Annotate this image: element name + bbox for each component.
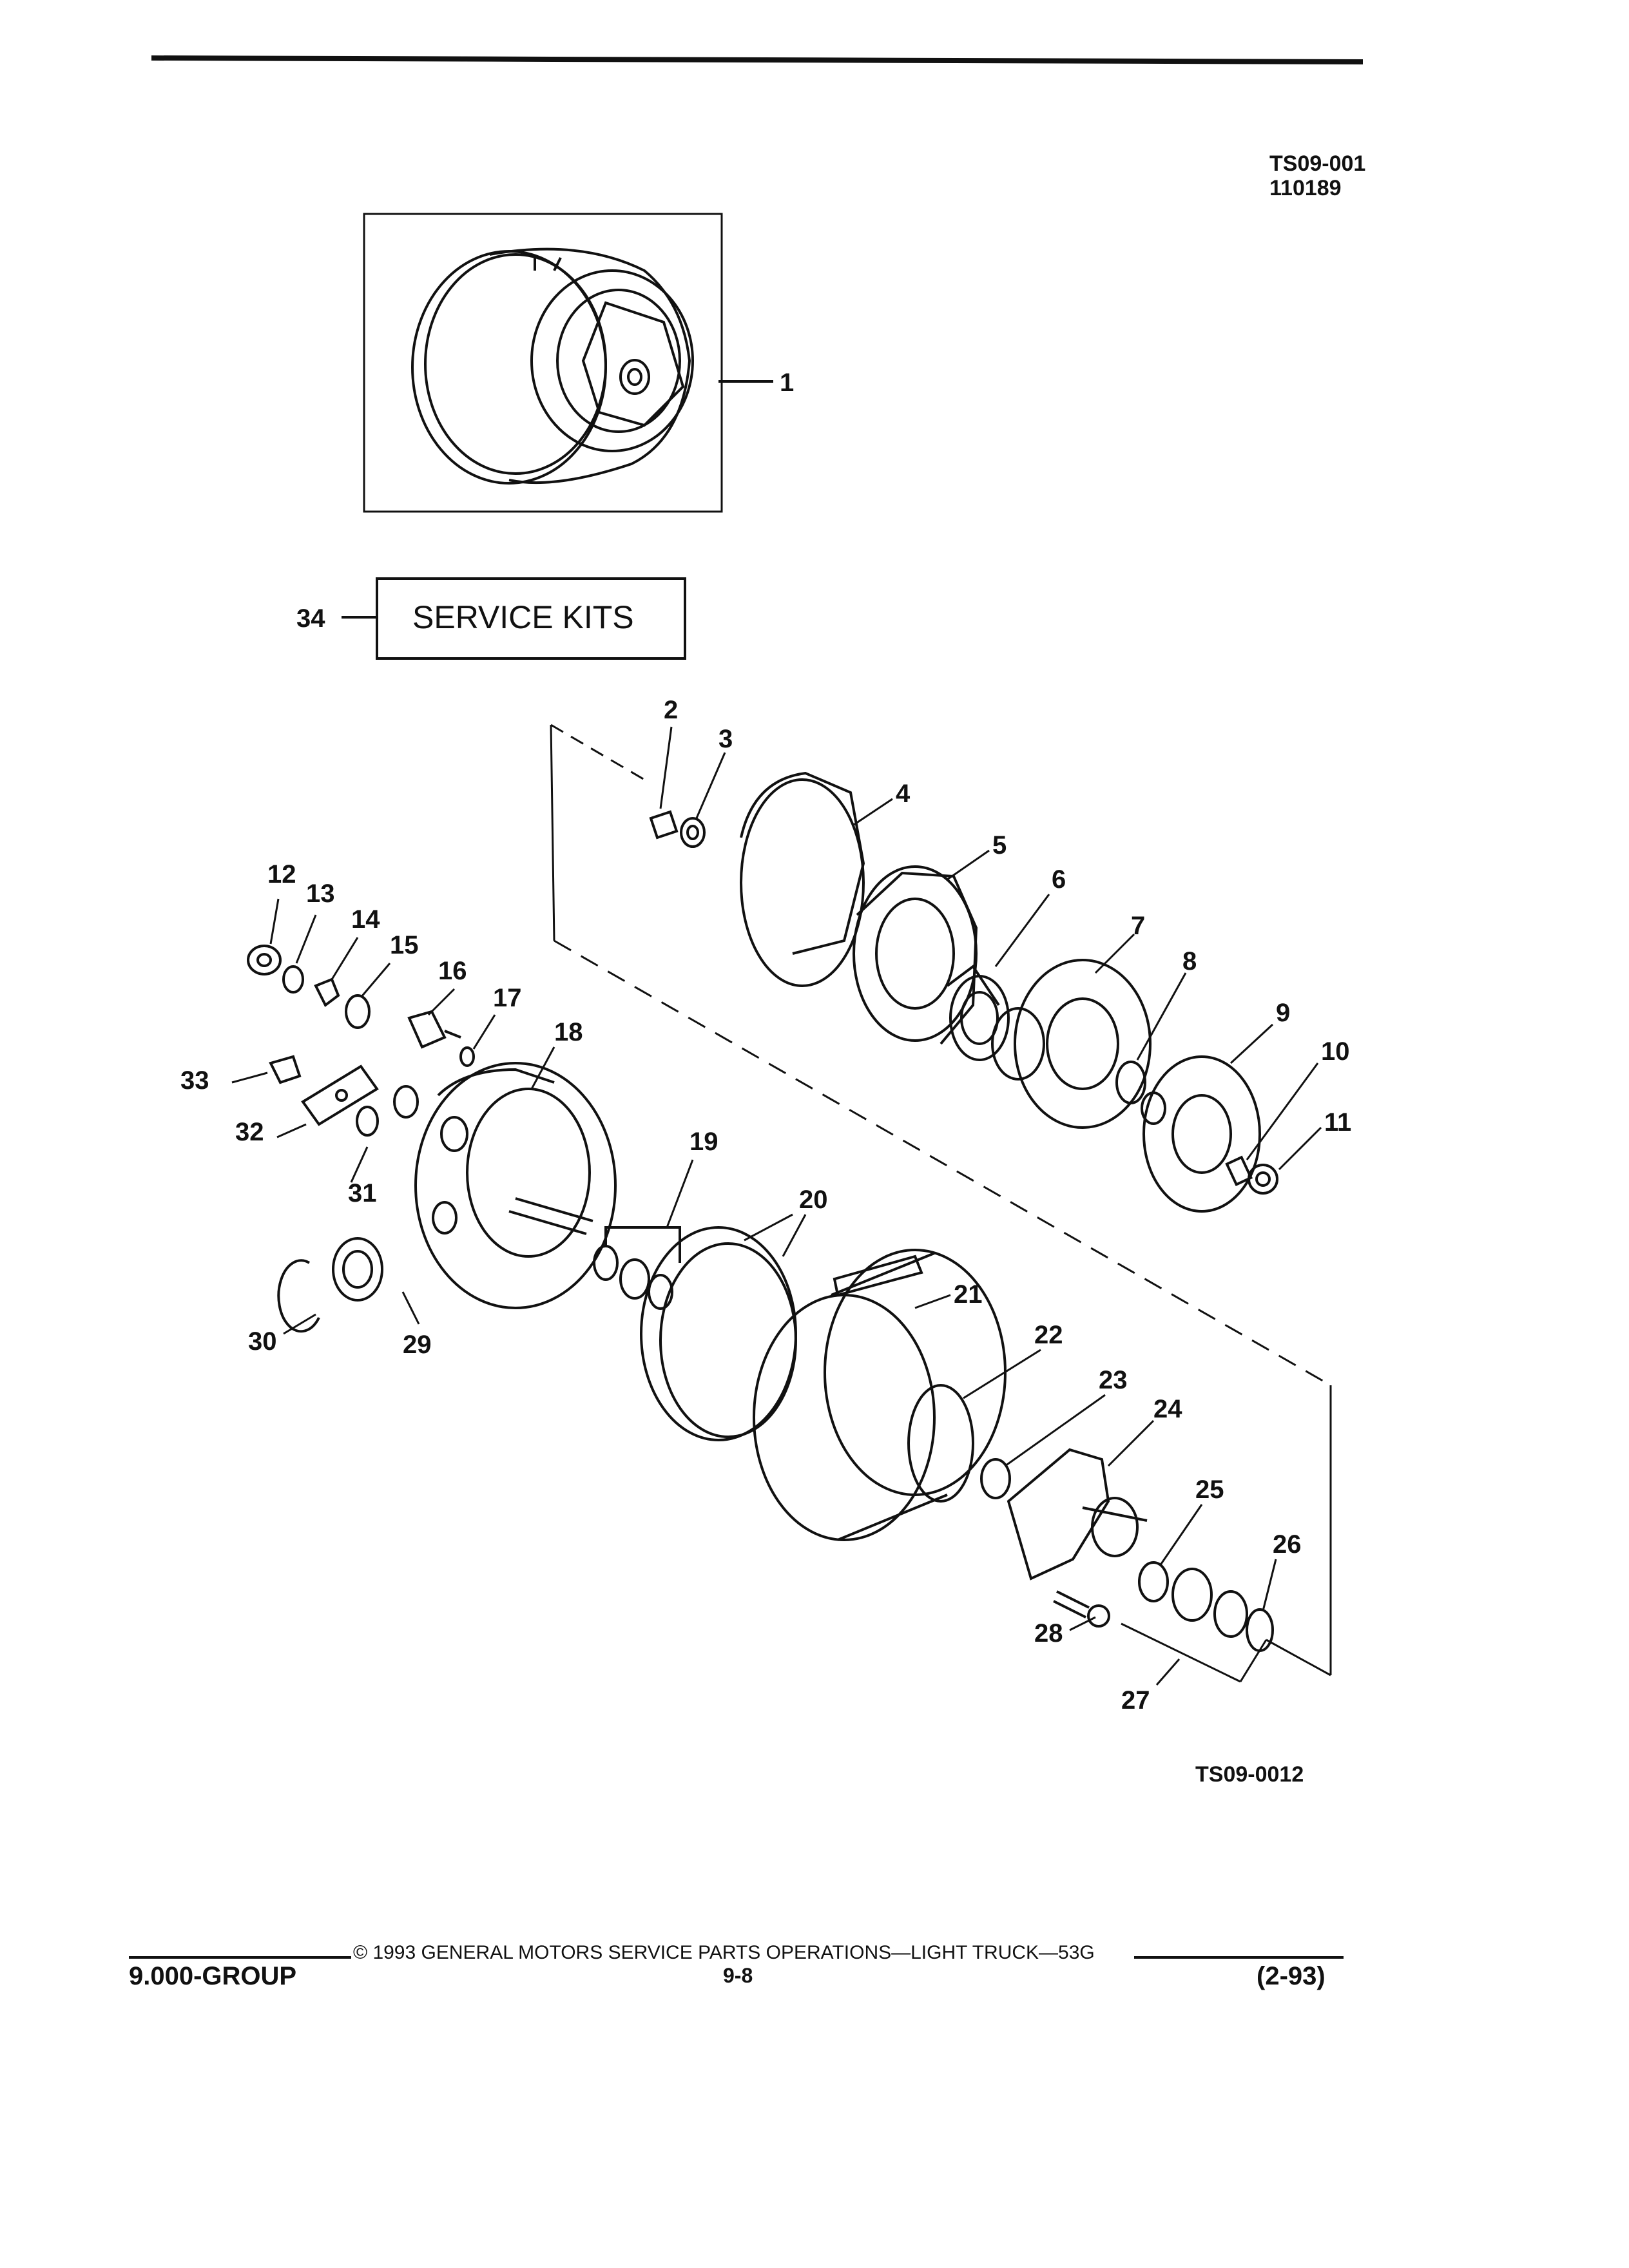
callout-5: 5 bbox=[992, 831, 1007, 860]
callout-10: 10 bbox=[1321, 1037, 1350, 1066]
top-rule bbox=[151, 55, 1364, 64]
callout-19: 19 bbox=[689, 1128, 718, 1156]
callout-22: 22 bbox=[1034, 1321, 1063, 1349]
footer-group: 9.000-GROUP bbox=[129, 1962, 297, 1990]
callout-8: 8 bbox=[1182, 947, 1197, 975]
callout-34: 34 bbox=[296, 604, 325, 633]
parts-drawing bbox=[247, 771, 1278, 1652]
callout-30: 30 bbox=[248, 1327, 277, 1356]
callout-31: 31 bbox=[348, 1179, 377, 1207]
callout-17: 17 bbox=[493, 984, 522, 1012]
callout-11: 11 bbox=[1324, 1108, 1351, 1137]
callout-9: 9 bbox=[1276, 999, 1290, 1027]
callout-32: 32 bbox=[235, 1118, 264, 1146]
exploded-group-boundary bbox=[550, 724, 1332, 1677]
callout-26: 26 bbox=[1273, 1530, 1302, 1559]
callout-14: 14 bbox=[351, 905, 380, 934]
callout-33: 33 bbox=[180, 1066, 209, 1095]
figure-ref-code: TS09-001 bbox=[1269, 151, 1366, 176]
callout-29: 29 bbox=[403, 1331, 432, 1359]
figure-ref-date: 110189 bbox=[1269, 176, 1342, 200]
callout-24: 24 bbox=[1153, 1395, 1182, 1423]
callout-1: 1 bbox=[780, 369, 794, 397]
callout-7: 7 bbox=[1131, 912, 1145, 940]
service-kits-label: SERVICE KITS bbox=[412, 599, 634, 635]
callout-3: 3 bbox=[718, 725, 733, 753]
callout-18: 18 bbox=[554, 1018, 583, 1046]
callout-16: 16 bbox=[438, 957, 467, 985]
callout-labels: 1 2 3 4 5 6 7 8 9 10 11 12 13 14 15 16 1… bbox=[180, 369, 1351, 1715]
footer-revision: (2-93) bbox=[1257, 1962, 1325, 1990]
callout-21: 21 bbox=[954, 1280, 983, 1309]
footer-page-number: 9-8 bbox=[723, 1964, 753, 1987]
compressor-frame bbox=[363, 213, 723, 513]
callout-6: 6 bbox=[1052, 865, 1066, 894]
callout-12: 12 bbox=[267, 860, 296, 889]
callout-15: 15 bbox=[390, 931, 419, 959]
callout-28: 28 bbox=[1034, 1619, 1063, 1648]
callout-2: 2 bbox=[664, 696, 678, 724]
callout-23: 23 bbox=[1099, 1366, 1128, 1394]
compressor-assembly-drawing bbox=[411, 247, 694, 485]
callout-27: 27 bbox=[1121, 1686, 1150, 1715]
callout-leaders bbox=[231, 726, 1322, 1686]
callout-25: 25 bbox=[1195, 1475, 1224, 1504]
callout-20: 20 bbox=[799, 1186, 828, 1214]
callout-4: 4 bbox=[896, 780, 911, 808]
callout-13: 13 bbox=[306, 879, 335, 908]
figure-ref-top: TS09-001 110189 bbox=[1269, 151, 1365, 200]
figure-ref-bottom: TS09-0012 bbox=[1195, 1762, 1304, 1787]
footer-copyright: © 1993 GENERAL MOTORS SERVICE PARTS OPER… bbox=[353, 1942, 1095, 1963]
